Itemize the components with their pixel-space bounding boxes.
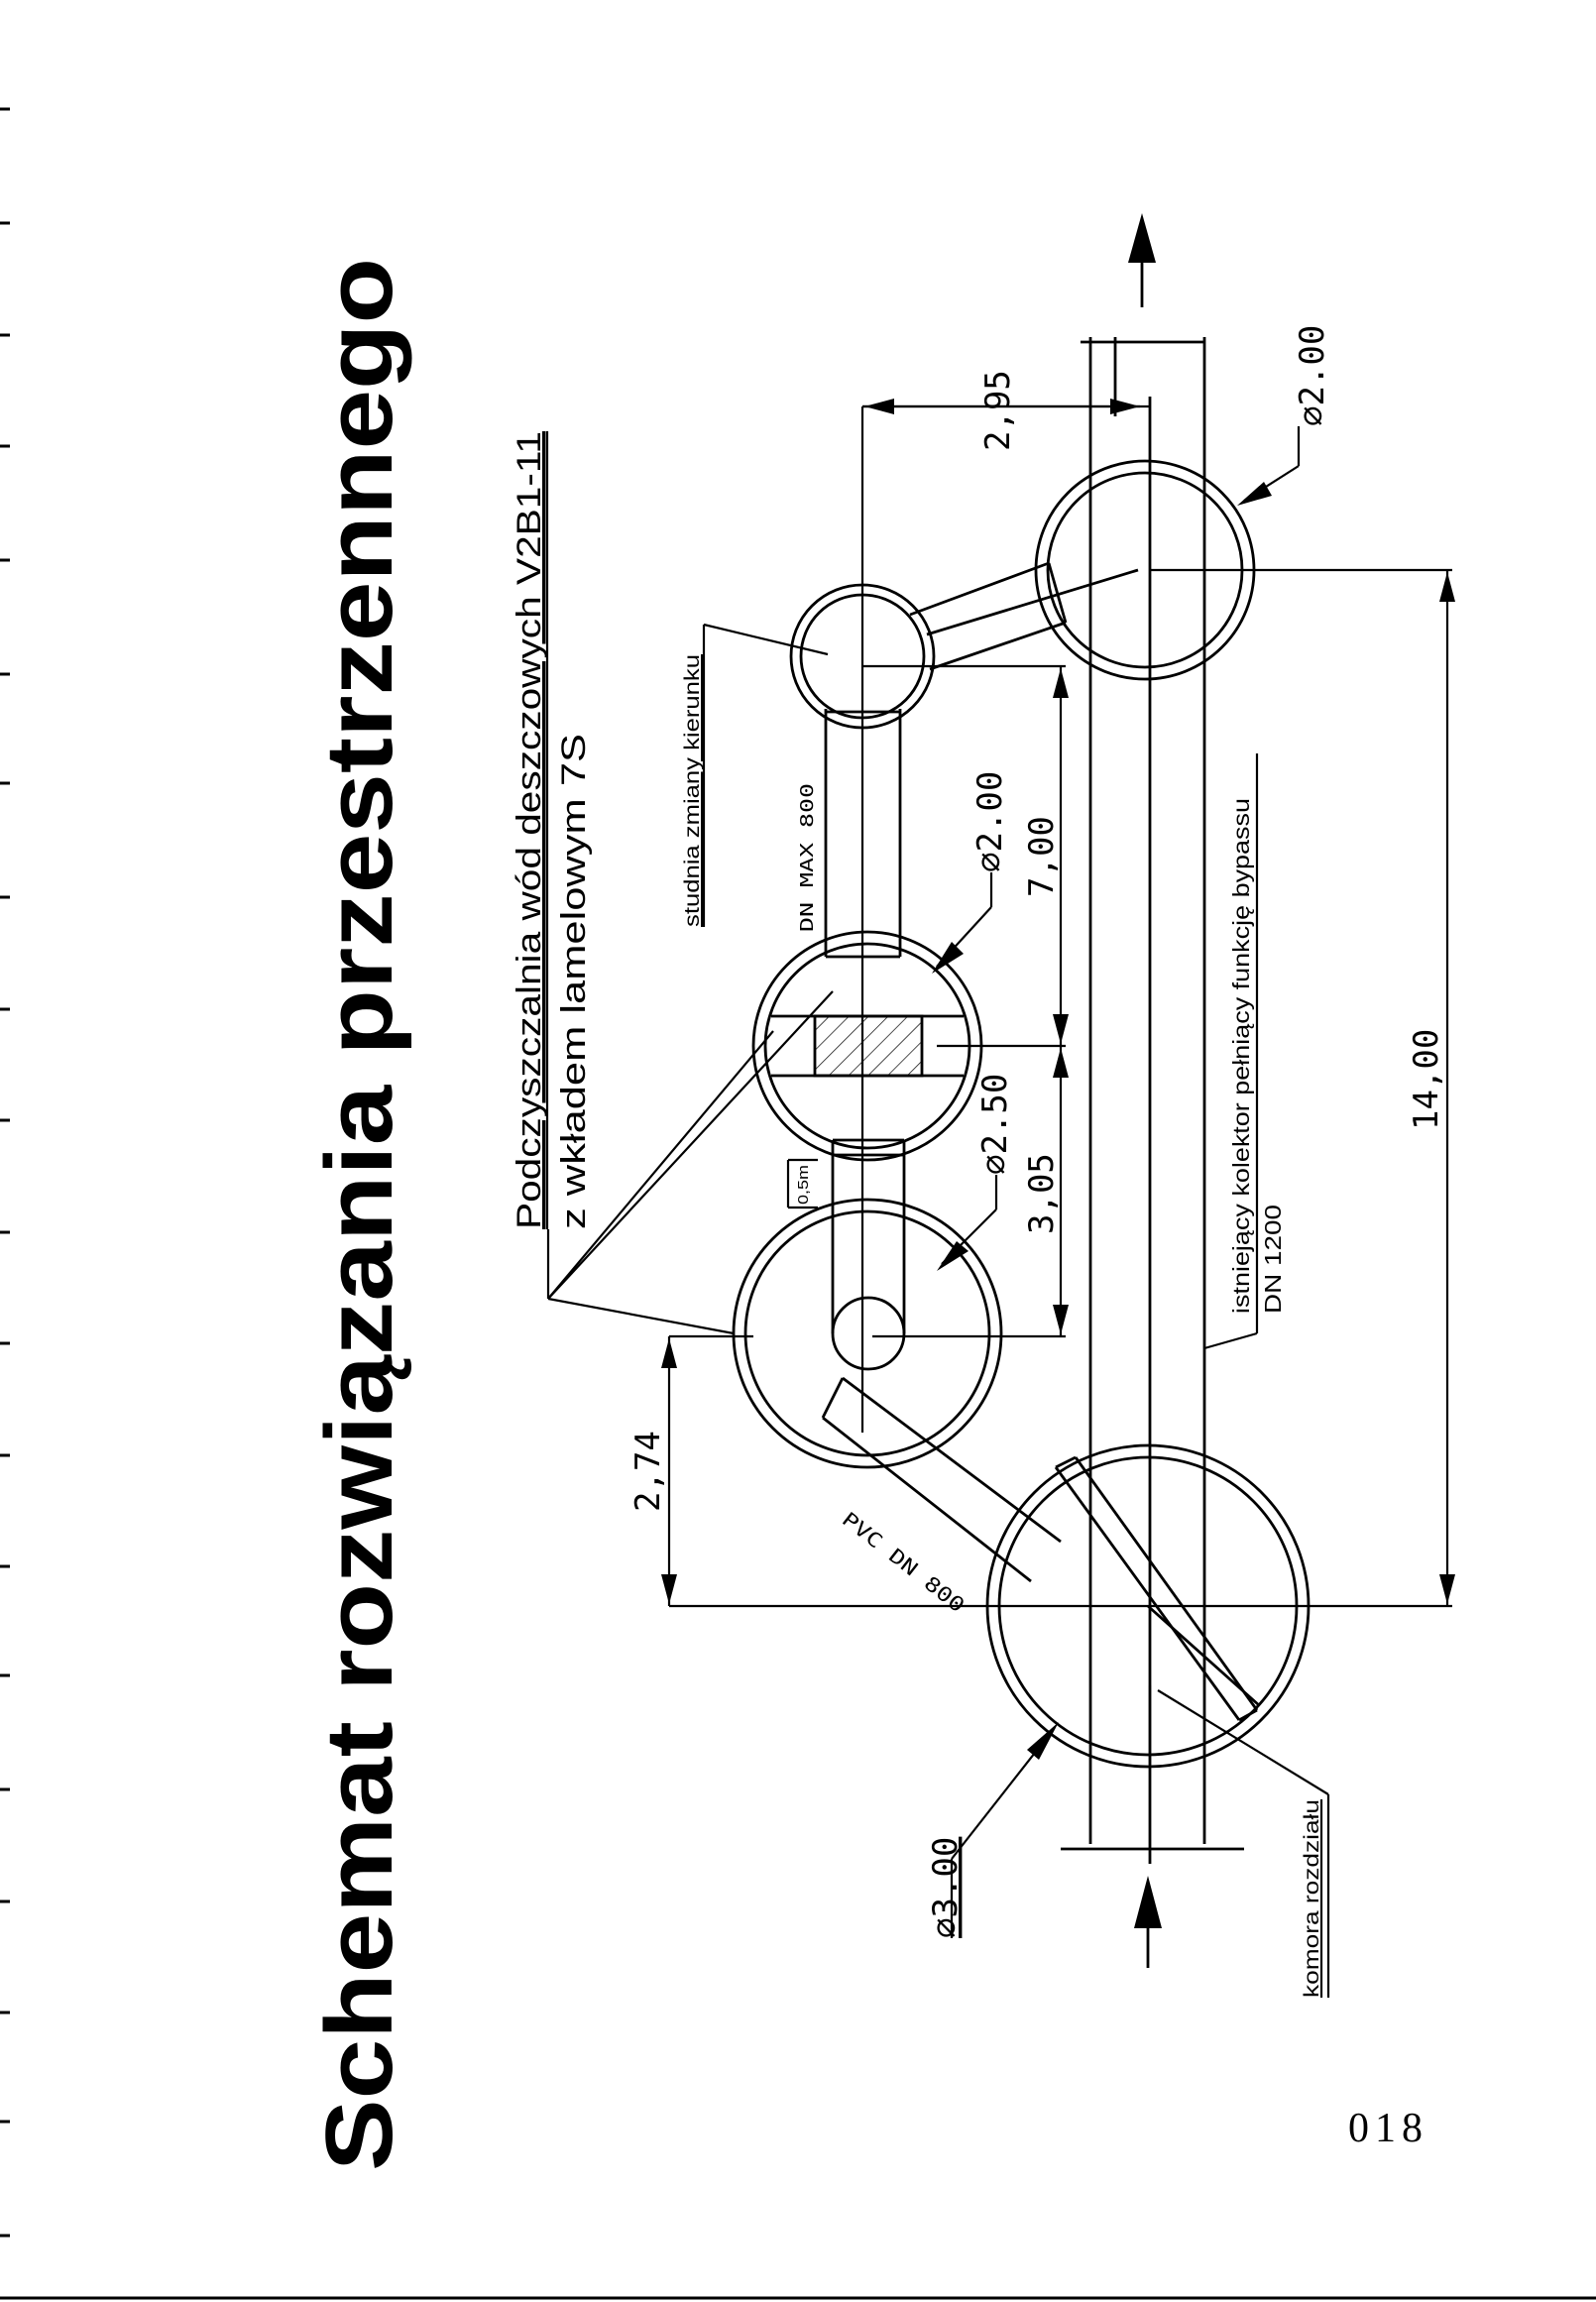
diameter-top-right: ⌀2.00 (1293, 325, 1332, 426)
dimension-arrows (661, 399, 1455, 1604)
label-pvc: PVC DN 800 (838, 1507, 969, 1617)
kolektor-leader (1203, 753, 1259, 1350)
main-collector (1061, 337, 1244, 1864)
diameter-separator: ⌀2.00 (970, 771, 1010, 872)
dimension-14-00: 14,00 (1407, 1029, 1446, 1130)
studnia-leader (702, 623, 829, 927)
margin-ticks (0, 107, 10, 2238)
lamella-insert (813, 1014, 924, 1078)
label-half-meter: 0,5m (795, 1165, 812, 1205)
label-komora: komora rozdziału (1301, 1799, 1323, 1998)
subtitle-line-1: Podczyszczalnia wód deszczowych V2B1-11 (511, 431, 548, 1229)
dimension-lines (667, 404, 1449, 1606)
dimension-2-95: 2,95 (978, 370, 1018, 451)
chamber-phi-250 (732, 1198, 1003, 1469)
label-studnia: studnia zmiany kierunku (681, 654, 704, 927)
label-dn-max: DN MAX 800 (797, 783, 818, 932)
label-kolektor-2: DN 1200 (1260, 1205, 1286, 1314)
label-kolektor-1: istniejący kolektor pełniący funkcję byp… (1228, 798, 1254, 1314)
diameter-250: ⌀2.50 (975, 1074, 1015, 1175)
diameter-leaders (932, 426, 1301, 1938)
komora-leader (1157, 1689, 1330, 1998)
diameter-300: ⌀3.00 (926, 1837, 966, 1938)
page-title: Schemat rozwiązania przestrzennego (306, 258, 412, 2171)
flow-arrow-out (1128, 213, 1156, 307)
flow-arrow-in (1134, 1876, 1162, 1968)
subtitle-leaders (546, 990, 834, 1335)
dimension-2-74: 2,74 (628, 1431, 668, 1512)
half-m-marker (786, 1158, 818, 1209)
dimension-3-05: 3,05 (1022, 1153, 1062, 1234)
page-number: 018 (1348, 2106, 1428, 2151)
subtitle-line-2: z wkładem lamelowym 7S (555, 734, 593, 1229)
dimension-7-00: 7,00 (1022, 816, 1062, 897)
